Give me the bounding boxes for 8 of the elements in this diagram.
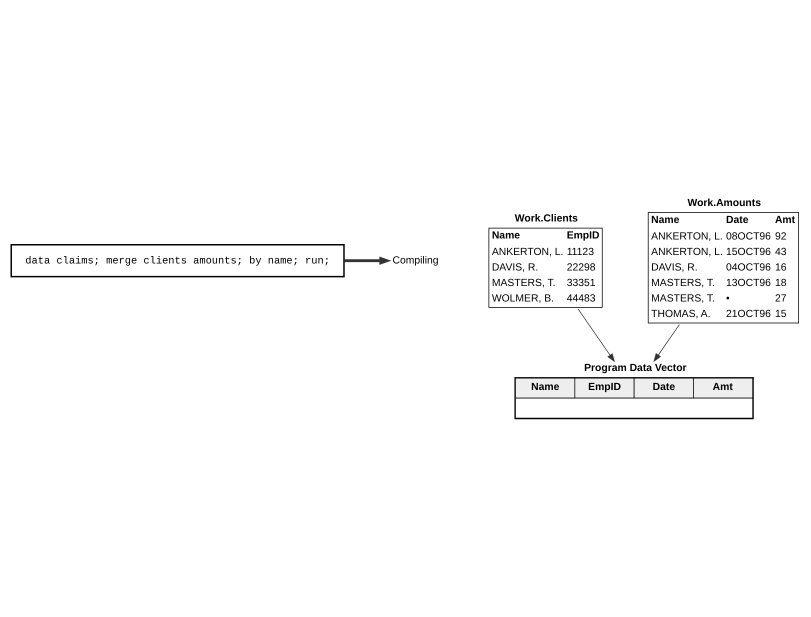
node-label: Work.Clients: [514, 214, 578, 225]
arrow: [344, 256, 392, 265]
node-label: Program Data Vector: [584, 362, 687, 374]
node-text: Compiling: [392, 255, 439, 266]
arrow: [653, 324, 680, 362]
arrow: [578, 308, 615, 362]
node-label: Work.Amounts: [687, 198, 761, 210]
node-box: data claims; merge clients amounts; by name; run;: [10, 244, 345, 278]
